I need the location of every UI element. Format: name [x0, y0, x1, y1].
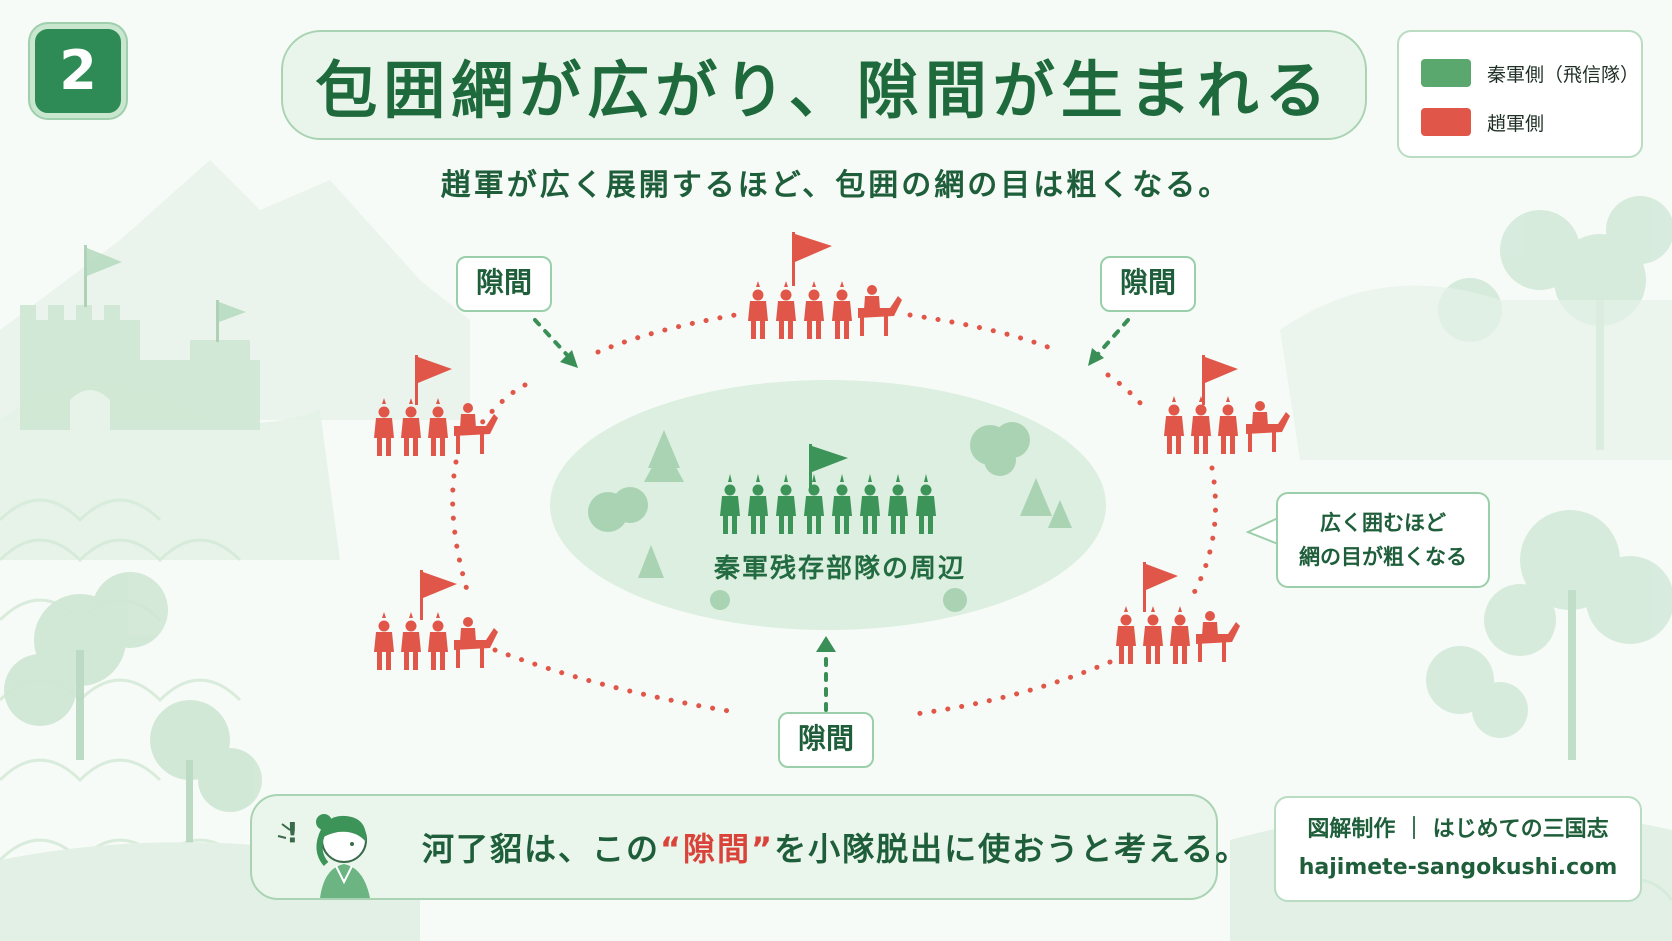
gap-label-top-left: 隙間 — [456, 256, 552, 312]
forest-trees — [588, 422, 1072, 612]
zhao-troops-right-upper — [1164, 355, 1290, 454]
legend-swatch-green — [1421, 59, 1471, 87]
bottom-text: 河了貂は、この “隙間” を小隊脱出に使おうと考える。 — [422, 796, 1249, 898]
encircle-arc-bottom-left — [492, 647, 738, 715]
encircle-arc-right-upper — [1105, 372, 1151, 415]
zhao-troops-left-lower — [374, 570, 498, 670]
page-title: 包囲網が広がり、隙間が生まれる — [315, 54, 1333, 127]
encircle-arc-top-left — [595, 312, 738, 355]
step-number-badge: 2 — [30, 24, 126, 118]
center-label: 秦軍残存部隊の周辺 — [713, 554, 966, 584]
legend-item-qin: 秦軍側（飛信隊） — [1421, 59, 1639, 87]
zhao-troops-right-lower — [1116, 562, 1240, 664]
gap-arrow-top-left — [533, 318, 570, 358]
encircle-arc-top-right — [907, 312, 1063, 355]
encircle-arc-left — [450, 459, 473, 603]
legend-item-zhao: 趙軍側 — [1421, 108, 1544, 136]
gap-label-bottom: 隙間 — [778, 712, 874, 768]
bottom-text-after: を小隊脱出に使おうと考える。 — [774, 830, 1250, 868]
credit-line-1: 図解制作 ｜ はじめての三国志 — [1307, 817, 1609, 842]
gap-arrowhead-bottom — [816, 636, 836, 652]
zhao-troops-top — [748, 232, 902, 339]
castle-illustration — [20, 245, 260, 430]
credit-box: 図解制作 ｜ はじめての三国志 hajimete-sangokushi.com — [1274, 796, 1642, 902]
character-portrait: ! — [277, 814, 370, 898]
encircle-arc-right — [1187, 465, 1218, 603]
callout-box: 広く囲むほど 網の目が粗くなる — [1276, 492, 1490, 588]
gap-arrowhead-top-left — [560, 350, 578, 368]
encircle-arc-left-upper — [477, 382, 528, 428]
legend-label-qin: 秦軍側（飛信隊） — [1487, 63, 1640, 86]
qin-troops-center — [720, 444, 936, 534]
exclamation-mark: ! — [286, 816, 299, 849]
zhao-troops-left-upper — [374, 355, 498, 456]
legend-label-zhao: 趙軍側 — [1487, 112, 1545, 135]
bottom-text-quoted: “隙間” — [660, 830, 775, 868]
legend: 秦軍側（飛信隊） 趙軍側 — [1397, 30, 1643, 158]
credit-url[interactable]: hajimete-sangokushi.com — [1298, 855, 1618, 880]
subtitle: 趙軍が広く展開するほど、包囲の網の目は粗くなる。 — [440, 168, 1232, 203]
gap-arrowhead-top-right — [1088, 348, 1104, 366]
gap-arrow-top-right — [1096, 318, 1130, 356]
bottom-text-before: 河了貂は、この — [422, 830, 661, 868]
bottom-statement: ! 河了貂は、この “隙間” を小隊脱出に使おうと考える。 — [250, 794, 1247, 900]
legend-swatch-red — [1421, 108, 1471, 136]
encircle-arc-bottom-right — [912, 659, 1113, 717]
callout-line-1: 広く囲むほど — [1320, 511, 1446, 535]
callout-line-2: 網の目が粗くなる — [1299, 545, 1467, 569]
gap-label-top-right: 隙間 — [1100, 256, 1196, 312]
title-banner: 包囲網が広がり、隙間が生まれる — [281, 30, 1367, 140]
